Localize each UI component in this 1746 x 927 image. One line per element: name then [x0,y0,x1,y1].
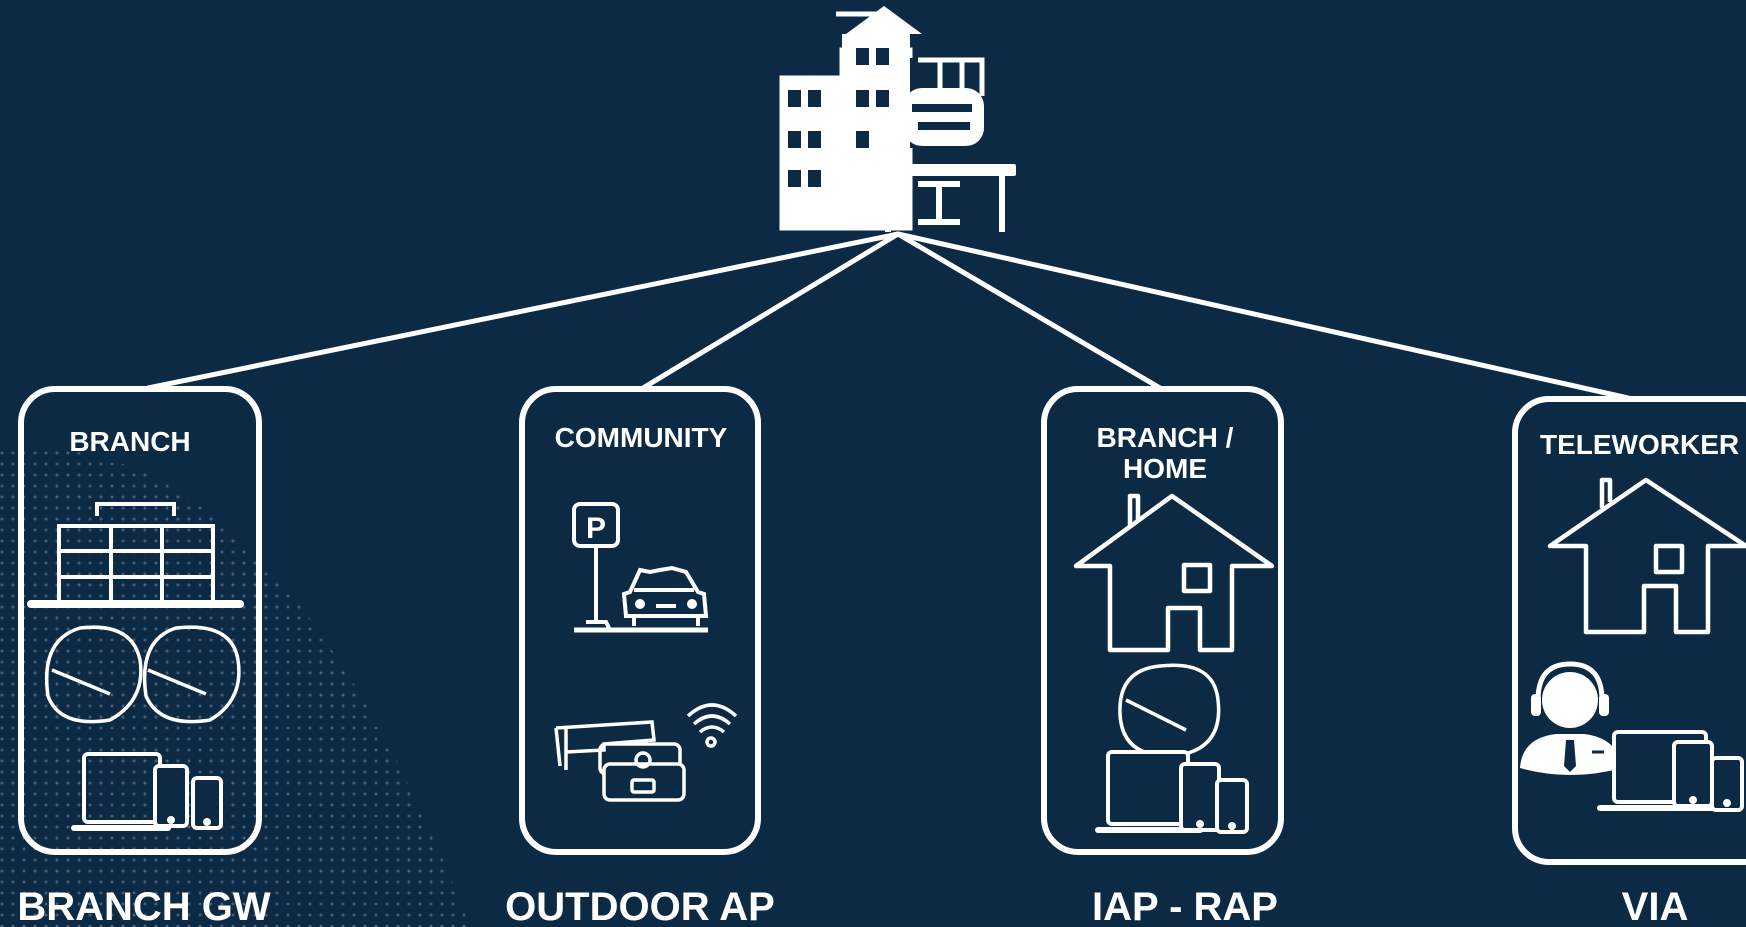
connector-line-branch-gw [145,231,901,391]
card-community [519,386,761,855]
office-building-with-desk-icon [779,6,1016,232]
office-building-icon [27,502,244,608]
connector-line-iap-rap [895,231,1163,391]
outdoor-access-point-wifi-icon [554,703,738,802]
card-branch-home-border [1041,386,1284,855]
laptop-tablet-phone-icon-branch-home [1095,750,1249,834]
label-outdoor-ap: OUTDOOR AP [505,885,775,927]
card-branch-border [18,386,262,855]
card-teleworker-border [1512,396,1746,865]
card-title-branch: BRANCH [69,426,190,457]
card-branch-home [1041,386,1284,855]
label-branch-gw: BRANCH GW [17,885,271,927]
card-title-teleworker: TELEWORKER [1540,429,1739,460]
access-point-pair-icon [44,625,241,724]
connector-lines [145,231,1631,401]
laptop-tablet-phone-icon [71,752,223,831]
house-icon-teleworker [1547,477,1746,635]
house-icon [1073,493,1275,653]
card-title-community: COMMUNITY [555,422,728,453]
card-branch [18,386,262,855]
card-teleworker [1512,396,1746,865]
access-point-icon [1118,663,1221,758]
connector-line-outdoor-ap [640,231,901,391]
card-community-border [519,386,761,855]
parking-sign-car-icon: P [572,502,709,633]
card-title-branch-home-line2: HOME [1123,453,1207,484]
label-via: VIA [1622,885,1689,927]
card-title-branch-home-line1: BRANCH / [1097,422,1234,453]
svg-text:P: P [586,512,606,545]
connector-line-via [895,231,1631,401]
headset-agent-icon [1520,661,1622,775]
label-iap-rap: IAP - RAP [1092,885,1278,927]
laptop-tablet-phone-icon-teleworker [1597,730,1744,812]
